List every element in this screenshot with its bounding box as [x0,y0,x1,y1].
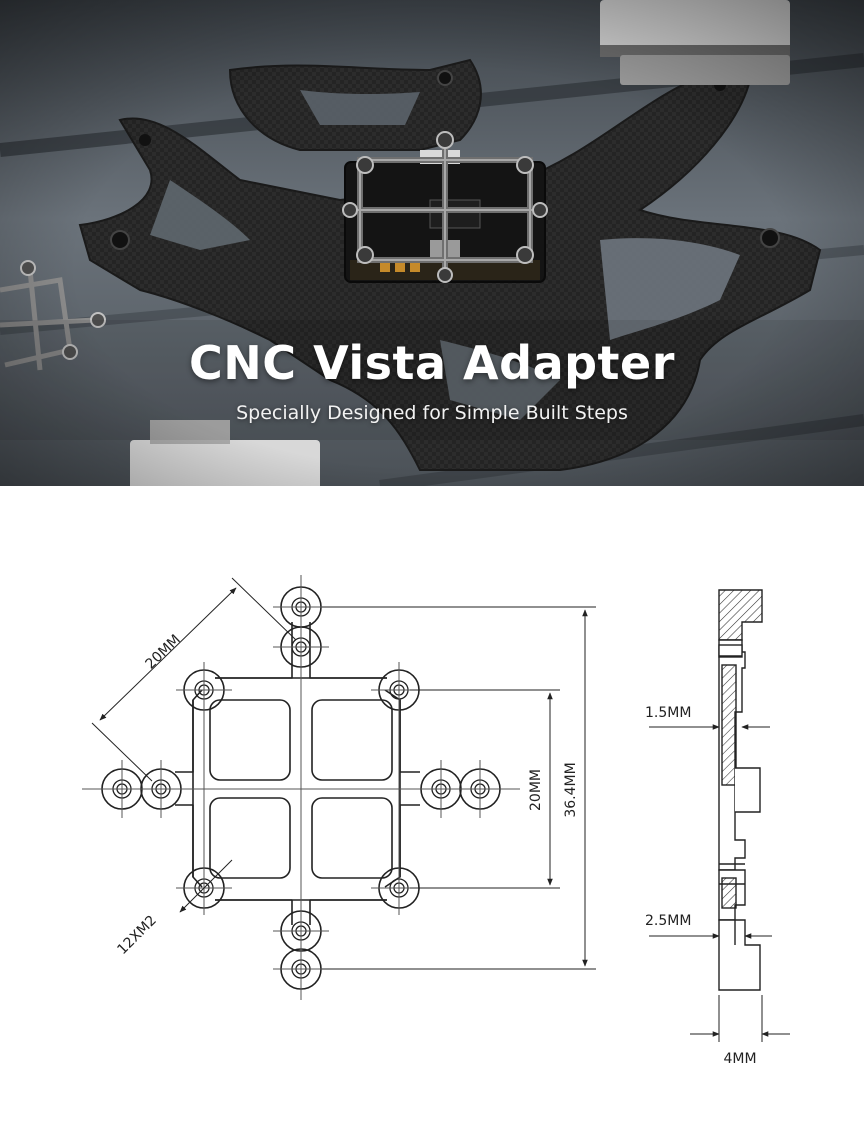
technical-drawing: 20MM 12XM2 20MM 36.4MM [0,486,864,1128]
dim-holes-label: 12XM2 [114,912,160,958]
dim-top-thickness-label: 1.5MM [645,705,691,721]
dim-width-label: 4MM [723,1051,756,1067]
dim-inner-vertical [410,689,560,889]
hero-title: CNC Vista Adapter [189,336,675,390]
dim-inner-vertical-label: 20MM [528,769,544,811]
dim-width [690,995,790,1042]
dim-bottom-thickness-label: 2.5MM [645,913,691,929]
drawing-canvas: 20MM 12XM2 20MM 36.4MM [82,575,790,1067]
dim-diagonal-label: 20MM [143,632,184,673]
center-lines [82,575,520,1000]
hero-banner: CNC Vista Adapter Specially Designed for… [0,0,864,486]
dim-outer-vertical-label: 36.4MM [563,762,579,817]
hero-illustration [0,0,864,486]
dim-outer-vertical [322,606,596,970]
dim-holes-leader [179,859,233,913]
side-view [718,589,763,991]
hero-subtitle: Specially Designed for Simple Built Step… [236,402,628,424]
dim-diagonal [91,577,297,782]
